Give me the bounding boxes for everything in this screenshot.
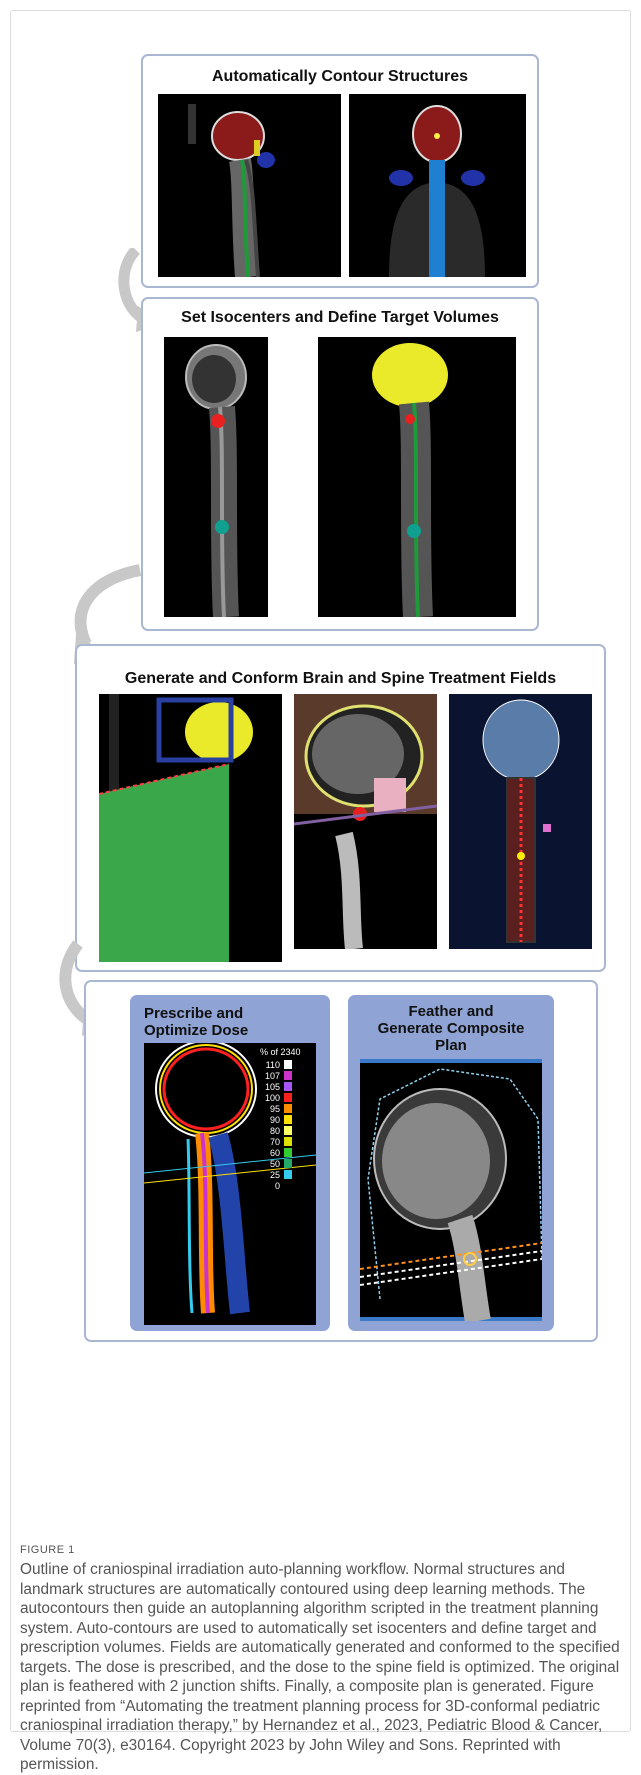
spine-field-beams-eye-view-image — [449, 694, 592, 949]
figure-caption-text: Outline of craniospinal irradiation auto… — [20, 1560, 620, 1775]
panel-contour-structures: Automatically Contour Structures — [141, 54, 539, 288]
subpanel-title: Prescribe and Optimize Dose — [144, 1005, 330, 1039]
dose-distribution-image: % of 2340 110 107 105 100 95 90 80 70 60 — [144, 1043, 316, 1325]
ct-sagittal-isocenters-image — [164, 337, 268, 617]
panel-dose-composite: Prescribe and Optimize Dose % of 2340 11… — [84, 980, 598, 1342]
dose-legend-value: 107 — [256, 1071, 280, 1081]
dose-legend-value: 0 — [256, 1181, 280, 1191]
ct-sagittal-contours-image — [158, 94, 341, 277]
brain-field-beams-eye-view-image — [294, 694, 437, 949]
dose-legend-value: 70 — [256, 1137, 280, 1147]
subpanel-title: Feather and Generate Composite Plan — [348, 1003, 554, 1054]
panel-title: Set Isocenters and Define Target Volumes — [143, 309, 537, 327]
dose-legend-value: 50 — [256, 1159, 280, 1169]
dose-legend-swatch — [284, 1159, 292, 1168]
dose-legend-swatch — [284, 1060, 292, 1069]
panel-treatment-fields: Generate and Conform Brain and Spine Tre… — [75, 644, 606, 972]
dose-legend-value: 95 — [256, 1104, 280, 1114]
dose-legend-value: 90 — [256, 1115, 280, 1125]
panel-title: Automatically Contour Structures — [143, 68, 537, 86]
dose-legend-value: 60 — [256, 1148, 280, 1158]
subpanel-prescribe-optimize: Prescribe and Optimize Dose % of 2340 11… — [130, 995, 330, 1331]
ct-sagittal-targets-image — [318, 337, 516, 617]
dose-legend-swatch — [284, 1170, 292, 1179]
dose-legend-swatch — [284, 1104, 292, 1113]
brain-spine-fields-sagittal-image — [99, 694, 282, 962]
dose-legend-value: 80 — [256, 1126, 280, 1136]
panel-title: Generate and Conform Brain and Spine Tre… — [77, 670, 604, 688]
composite-plan-image — [360, 1059, 542, 1321]
panel-isocenters-targets: Set Isocenters and Define Target Volumes — [141, 297, 539, 631]
dose-legend-swatch — [284, 1115, 292, 1124]
dose-legend-value: 100 — [256, 1093, 280, 1103]
dose-legend-swatch — [284, 1126, 292, 1135]
figure-label: FIGURE 1 — [20, 1544, 620, 1556]
ct-coronal-contours-image — [349, 94, 526, 277]
dose-legend-swatch — [284, 1071, 292, 1080]
dose-legend-value: 25 — [256, 1170, 280, 1180]
dose-legend-title: % of 2340 — [260, 1047, 301, 1057]
dose-legend-value: 110 — [256, 1060, 280, 1070]
dose-legend-value: 105 — [256, 1082, 280, 1092]
dose-legend-swatch — [284, 1148, 292, 1157]
figure-caption: FIGURE 1 Outline of craniospinal irradia… — [20, 1544, 620, 1775]
dose-legend-swatch — [284, 1137, 292, 1146]
dose-legend-swatch — [284, 1093, 292, 1102]
dose-legend-swatch — [284, 1082, 292, 1091]
subpanel-feather-composite: Feather and Generate Composite Plan — [348, 995, 554, 1331]
